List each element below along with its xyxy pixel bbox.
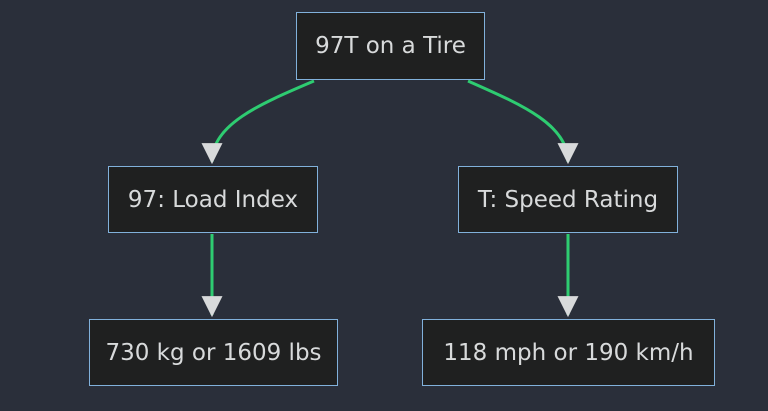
- node-label: 118 mph or 190 km/h: [443, 339, 694, 366]
- node-speed-rating: T: Speed Rating: [458, 166, 678, 233]
- node-load-capacity: 730 kg or 1609 lbs: [89, 319, 338, 386]
- edge-root-to-load-index: [201, 79, 315, 165]
- node-label: 97: Load Index: [127, 186, 299, 213]
- node-97t-on-a-tire: 97T on a Tire: [296, 12, 485, 80]
- node-label: T: Speed Rating: [477, 186, 659, 213]
- edge-root-to-speed-rating: [467, 79, 579, 165]
- node-load-index: 97: Load Index: [108, 166, 318, 233]
- node-label: 730 kg or 1609 lbs: [105, 339, 322, 366]
- node-label: 97T on a Tire: [315, 33, 466, 59]
- node-max-speed: 118 mph or 190 km/h: [422, 319, 715, 386]
